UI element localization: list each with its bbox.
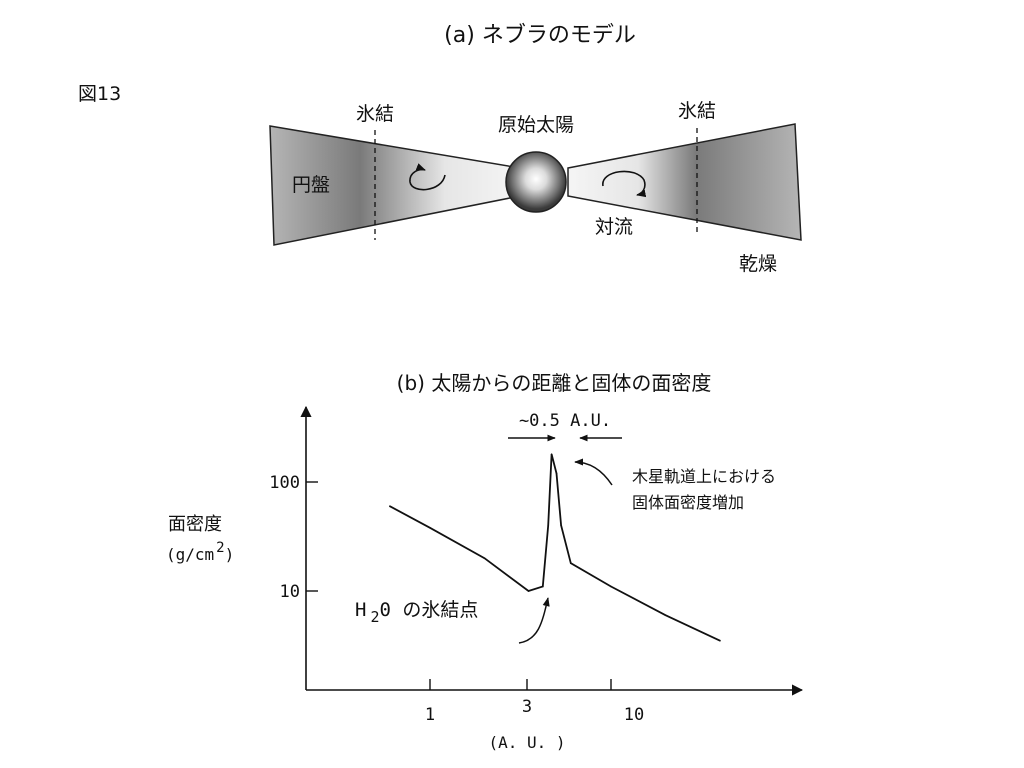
- label-freeze-right: 氷結: [678, 100, 716, 122]
- data-point: [389, 505, 391, 508]
- part-b-title: (b) 太陽からの距離と固体の面密度: [397, 371, 712, 395]
- note-jupiter-arrow: [574, 458, 613, 486]
- data-point: [429, 527, 431, 529]
- figure-label: 図13: [78, 83, 121, 105]
- data-point: [547, 524, 549, 527]
- peak-width-label: ~0.5 A.U.: [519, 411, 611, 431]
- label-convection: 対流: [595, 216, 633, 238]
- data-point: [664, 614, 667, 616]
- x-tick-label-1: 1: [425, 705, 435, 725]
- data-point: [527, 590, 530, 592]
- y-axis-label-line1: 面密度: [168, 514, 222, 535]
- x-tick-label-10: 10: [624, 705, 644, 725]
- label-proto-sun: 原始太陽: [498, 114, 574, 136]
- convection-arrow-left: [409, 163, 446, 191]
- data-point: [555, 472, 558, 475]
- series-points: [389, 453, 721, 642]
- disk-right-half: [567, 123, 802, 241]
- label-freeze-left: 氷結: [356, 103, 394, 125]
- data-point: [610, 585, 612, 588]
- convection-arrow-right: [602, 170, 647, 198]
- label-disk: 円盤: [292, 174, 330, 196]
- x-axis-unit: (A. U. ): [488, 733, 565, 752]
- y-tick-label-10: 10: [280, 582, 300, 602]
- proto-sun: [505, 151, 567, 213]
- y-tick-label-100: 100: [269, 473, 300, 493]
- data-point: [570, 562, 572, 564]
- x-tick-label-3: 3: [522, 697, 532, 717]
- data-point: [542, 585, 544, 588]
- data-point: [483, 557, 486, 559]
- data-point: [719, 639, 721, 642]
- chart-axes: [300, 405, 804, 696]
- data-point: [560, 524, 562, 527]
- part-a-title: (a) ネブラのモデル: [444, 23, 636, 48]
- note-jupiter-line1: 木星軌道上における: [632, 467, 776, 486]
- nebula-disk: [269, 123, 802, 246]
- data-point: [550, 453, 553, 456]
- label-dry: 乾燥: [739, 253, 777, 275]
- note-ice-arrow: [518, 597, 550, 644]
- note-jupiter-line2: 固体面密度増加: [632, 493, 744, 512]
